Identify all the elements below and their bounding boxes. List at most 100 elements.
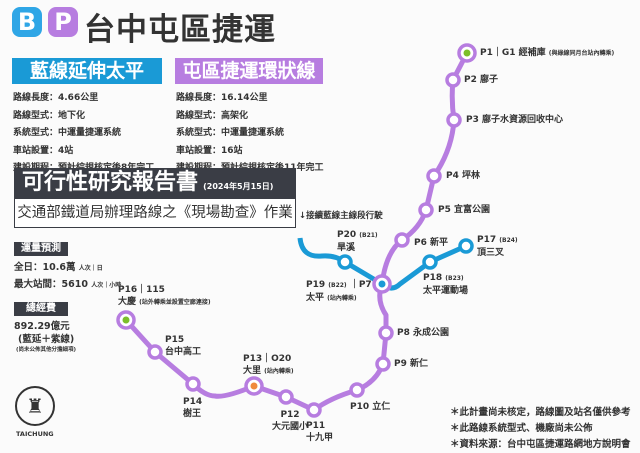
spec-row: 路線型式：地下化 (13, 110, 86, 121)
budget-scope: (藍延＋紫線) (18, 334, 75, 345)
ridership-label: 運量預測 (14, 242, 68, 256)
ridership-peak-unit: 人次｜小時 (91, 282, 122, 289)
budget-note: (尚未公佈其他分擔細項) (16, 347, 77, 353)
spec-row: 系統型式：中運量捷運系統 (13, 128, 122, 138)
station-code: P19 (306, 280, 326, 290)
spec-row: 路線型式：高架化 (176, 110, 249, 121)
station-p18[interactable]: P18 (B23) 太平運動場 (423, 272, 468, 297)
station-marker-p14[interactable] (185, 376, 201, 392)
station-sub: (B21) (359, 232, 378, 239)
station-marker-p4[interactable] (426, 168, 442, 184)
station-p20[interactable]: P20 (B21)旱溪 (337, 229, 378, 254)
station-sub: (B24) (499, 237, 518, 244)
station-marker-p12[interactable] (278, 389, 294, 405)
report-title: 可行性研究報告書 (22, 170, 199, 195)
budget-amount: 892.29億元 (14, 321, 70, 332)
station-p12[interactable]: P12 大元國小 (272, 409, 308, 433)
station-p6[interactable]: P6 新平 (414, 238, 448, 248)
station-code: ｜P7 (349, 280, 372, 290)
spec-row: 系統型式：中運量捷運系統 (176, 128, 285, 138)
purple-line-route (124, 51, 470, 413)
station-marker-p10[interactable] (349, 382, 365, 398)
station-name: 大慶 (118, 297, 137, 307)
station-marker-p20[interactable] (337, 254, 353, 270)
station-marker-p3[interactable] (446, 112, 462, 128)
purple-line-badge: P (48, 7, 78, 37)
station-marker-p17[interactable] (458, 238, 474, 254)
station-p1-note: (與綠線同月台站內轉乘) (548, 50, 615, 57)
station-name: 頂三叉 (477, 248, 505, 258)
station-marker-p6[interactable] (394, 232, 410, 248)
station-code: P20 (337, 230, 357, 240)
station-name: 旱溪 (337, 243, 356, 253)
page-title: 台中屯區捷運 (84, 12, 276, 48)
station-sub: (B22) (328, 282, 347, 289)
logo-text: TAICHUNG (16, 430, 54, 438)
station-p9[interactable]: P9 新仁 (394, 359, 428, 369)
station-code: P12 (280, 410, 300, 420)
connect-note: ↓接續藍線主線段行駛 (299, 211, 383, 221)
ridership-daily-unit: 人次｜日 (78, 265, 103, 272)
station-name: 十九甲 (306, 433, 334, 443)
note: ＊資料來源：台中屯區捷運路網地方說明會 (450, 439, 631, 450)
transfer-dot-p13 (250, 382, 258, 390)
station-p15[interactable]: P15 台中高工 (165, 334, 201, 358)
station-p5[interactable]: P5 宜富公園 (438, 205, 490, 215)
station-p10[interactable]: P10 立仁 (350, 402, 391, 412)
station-marker-p9[interactable] (375, 356, 391, 372)
spec-row: 路線長度：16.14公里 (176, 93, 268, 103)
station-p11[interactable]: P11 十九甲 (306, 420, 333, 444)
station-p19-p7[interactable]: P19 (B22) ｜P7 太平 (站內轉乘) (306, 279, 372, 305)
blue-line-title: 藍線延伸太平 (12, 58, 162, 84)
spec-row: 路線長度：4.66公里 (13, 93, 99, 103)
report-header: 可行性研究報告書 (2024年5月15日) (14, 168, 296, 198)
budget-label: 總經費 (14, 302, 68, 316)
station-marker-p5[interactable] (418, 202, 434, 218)
note: ＊此計畫尚未核定，路線圖及站名僅供參考 (450, 407, 631, 418)
ridership-daily: 全日：10.6萬 (14, 262, 76, 273)
station-p4[interactable]: P4 坪林 (446, 171, 480, 181)
station-p2[interactable]: P2 廍子 (464, 75, 498, 85)
transfer-dot-p1 (463, 49, 471, 57)
station-code: P18 (423, 273, 443, 283)
station-sub: (B23) (445, 275, 464, 282)
transfer-dot-p16 (122, 316, 130, 324)
station-code: P17 (477, 235, 497, 245)
spec-row: 車站設置：4站 (13, 145, 74, 156)
note: ＊此路線系統型式、機廠尚未公佈 (450, 423, 593, 434)
purple-line-title: 屯區捷運環狀線 (175, 58, 323, 84)
blue-line-badge: B (12, 7, 42, 37)
station-name: 太平 (306, 293, 325, 303)
station-marker-p2[interactable] (445, 72, 461, 88)
report-subtitle: 交通部鐵道局辦理路線之《現場勘查》作業 (14, 198, 296, 228)
transfer-dot-p7 (378, 280, 386, 288)
station-note: (站內轉乘) (327, 295, 357, 302)
station-p17[interactable]: P17 (B24) 頂三叉 (477, 234, 518, 259)
station-p1[interactable]: P1｜G1 經補庫 (480, 48, 546, 58)
station-code: P15 (165, 335, 185, 345)
spec-row: 車站設置：16站 (176, 145, 243, 156)
station-p3[interactable]: P3 廍子水資源回收中心 (466, 115, 563, 125)
taichung-logo-icon: ♜ (15, 386, 55, 426)
station-p8[interactable]: P8 永成公園 (397, 328, 449, 338)
station-name: 大里 (243, 366, 262, 376)
station-p14[interactable]: P14 樹王 (183, 396, 202, 420)
station-note: (站內轉乘) (264, 368, 294, 375)
station-code: P14 (183, 397, 203, 407)
station-name: 樹王 (183, 409, 202, 419)
station-name: 大元國小 (272, 422, 309, 432)
station-marker-p8[interactable] (378, 325, 394, 341)
station-marker-p11[interactable] (306, 402, 322, 418)
station-marker-p15[interactable] (147, 344, 163, 360)
station-code: P11 (306, 421, 326, 431)
station-code: P13｜O20 (243, 354, 292, 364)
station-name: 台中高工 (165, 347, 202, 357)
station-marker-p18[interactable] (422, 254, 438, 270)
station-p13[interactable]: P13｜O20 大里 (站內轉乘) (243, 353, 294, 378)
report-date: (2024年5月15日) (203, 182, 274, 191)
ridership-peak: 最大站間：5610 (14, 279, 88, 290)
station-name: 太平運動場 (423, 286, 469, 296)
station-code: P16｜115 (118, 285, 165, 295)
